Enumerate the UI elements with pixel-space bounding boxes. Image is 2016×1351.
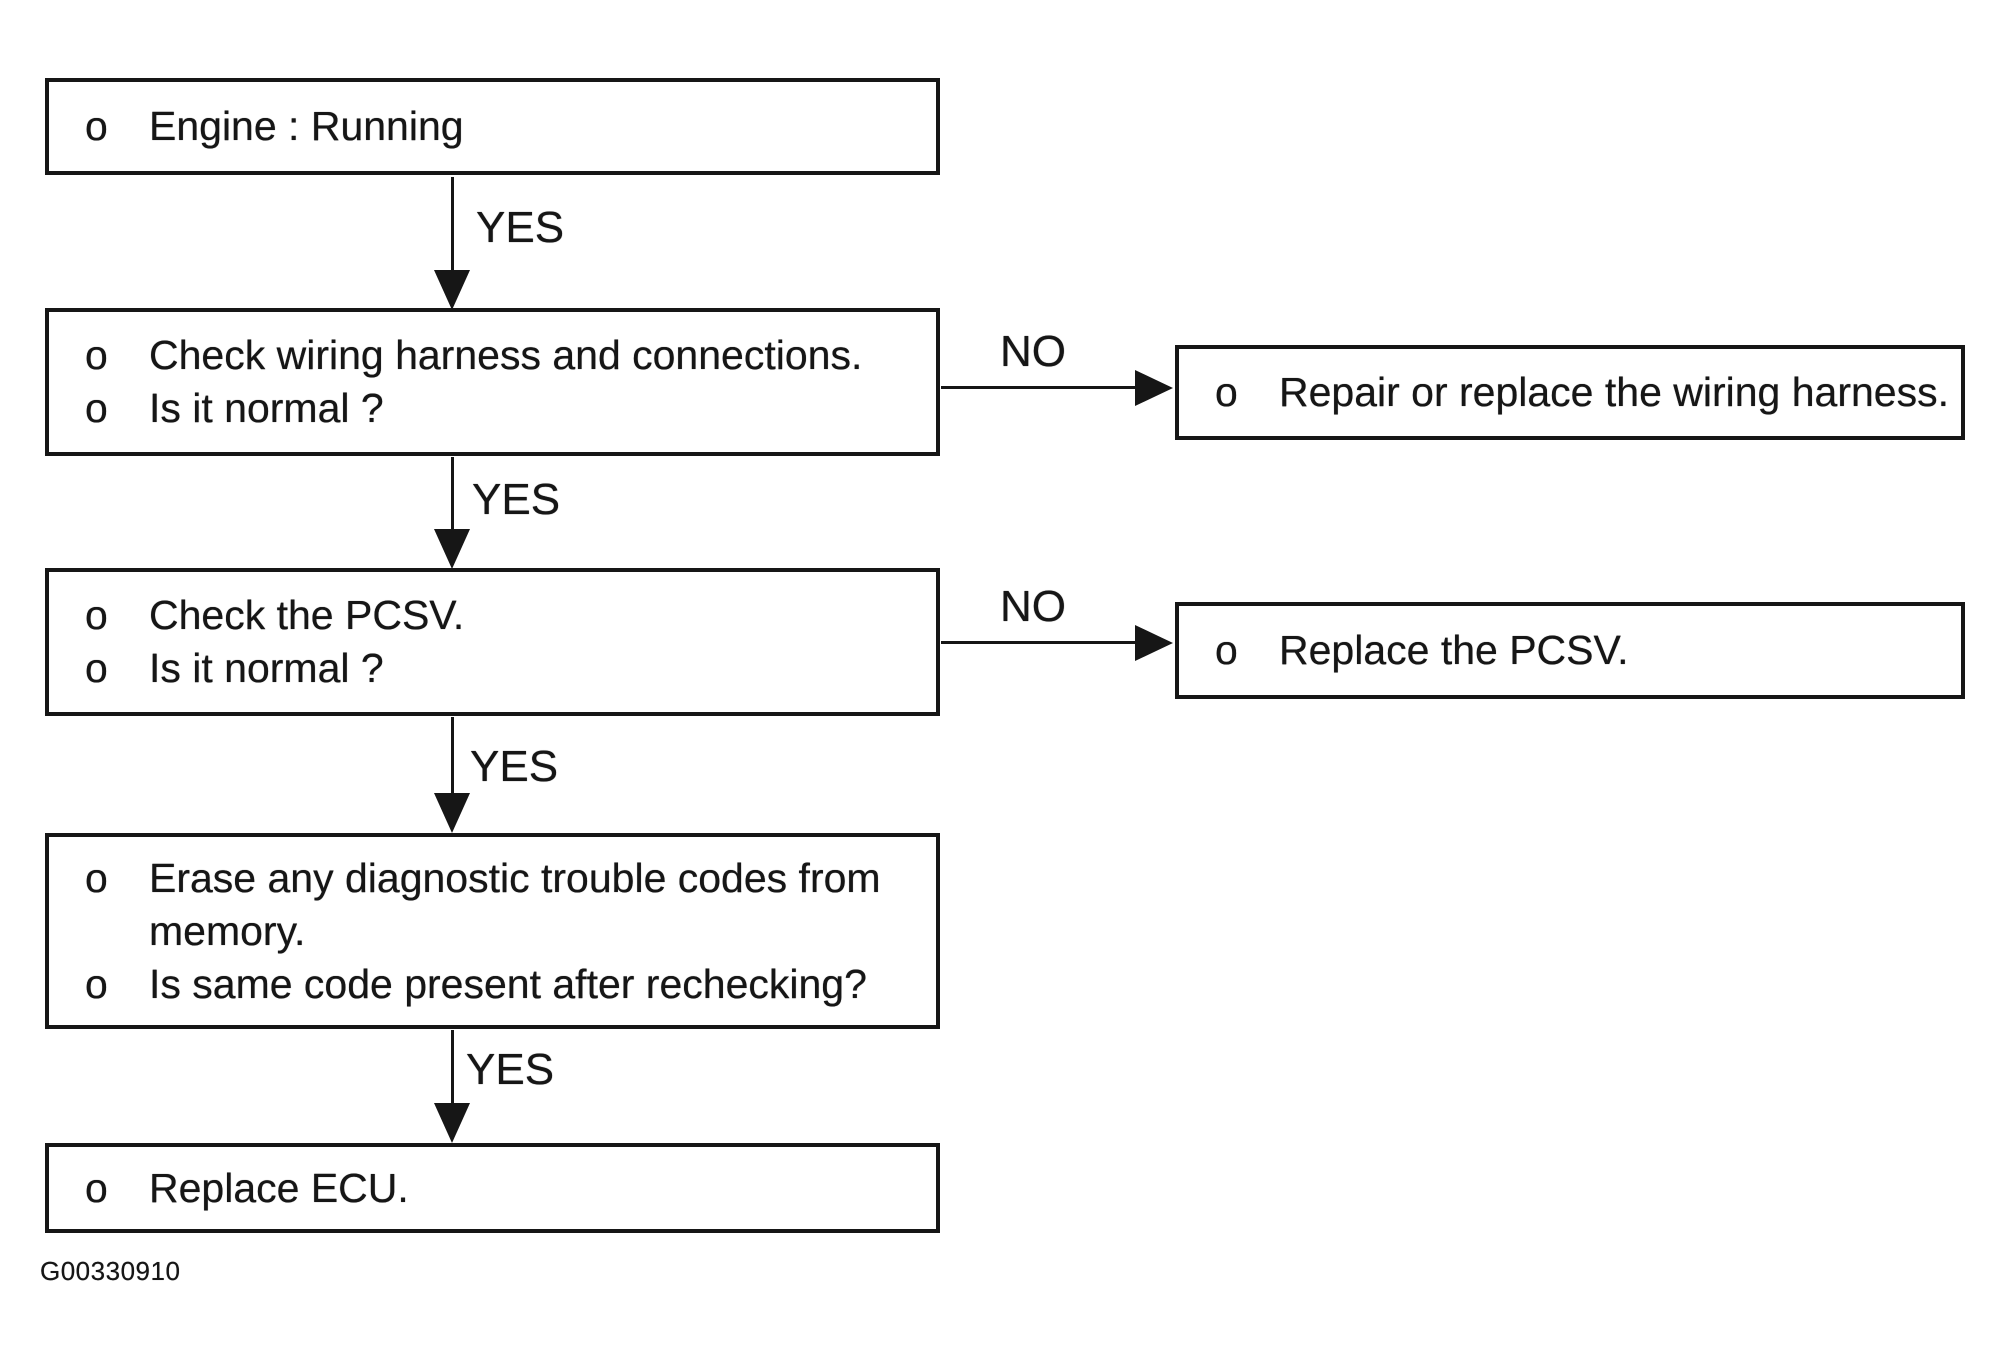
arrow-line-horizontal <box>941 386 1137 389</box>
arrowhead-down-icon <box>434 793 470 833</box>
node-replace-ecu: o Replace ECU. <box>45 1143 940 1233</box>
node-row: o Is it normal ? <box>85 642 918 695</box>
node-text: Is it normal ? <box>149 645 384 691</box>
arrowhead-down-icon <box>434 1103 470 1143</box>
bullet-marker: o <box>1215 369 1238 415</box>
node-repair-wiring: o Repair or replace the wiring harness. <box>1175 345 1965 440</box>
edge-label-yes: YES <box>466 1045 555 1094</box>
node-row: o Replace the PCSV. <box>1215 624 1943 677</box>
node-row: o Engine : Running <box>85 100 918 153</box>
arrow-line-vertical <box>451 1030 454 1104</box>
arrowhead-down-icon <box>434 270 470 310</box>
bullet-marker: o <box>85 332 108 378</box>
edge-label-yes: YES <box>472 475 561 524</box>
arrow-line-vertical <box>451 717 454 795</box>
node-text: Check the PCSV. <box>149 592 465 638</box>
node-text: memory. <box>149 907 306 954</box>
edge-label-yes: YES <box>470 742 559 791</box>
arrow-line-vertical <box>451 177 454 273</box>
node-row: o Replace ECU. <box>85 1162 918 1215</box>
node-row: o Check the PCSV. <box>85 589 918 642</box>
node-text: Repair or replace the wiring harness. <box>1279 369 1949 415</box>
node-text: Check wiring harness and connections. <box>149 332 863 378</box>
edge-label-yes: YES <box>476 203 565 252</box>
arrow-line-horizontal <box>941 641 1137 644</box>
arrowhead-down-icon <box>434 529 470 569</box>
bullet-marker: o <box>85 645 108 691</box>
node-text: Engine : Running <box>149 103 464 149</box>
node-row: o Erase any diagnostic trouble codes fro… <box>85 852 918 905</box>
node-row: o Is it normal ? <box>85 382 918 435</box>
node-replace-pcsv: o Replace the PCSV. <box>1175 602 1965 699</box>
bullet-marker: o <box>85 854 108 901</box>
node-row: o Repair or replace the wiring harness. <box>1215 366 1949 419</box>
bullet-marker: o <box>85 960 108 1007</box>
node-row: o Is same code present after rechecking? <box>85 958 918 1011</box>
node-text: Replace ECU. <box>149 1164 409 1211</box>
node-engine-running: o Engine : Running <box>45 78 940 175</box>
arrowhead-right-icon <box>1135 370 1173 406</box>
node-row: o Check wiring harness and connections. <box>85 329 918 382</box>
bullet-marker: o <box>85 385 108 431</box>
node-check-pcsv: o Check the PCSV. o Is it normal ? <box>45 568 940 716</box>
node-erase-codes: o Erase any diagnostic trouble codes fro… <box>45 833 940 1029</box>
node-text: Is it normal ? <box>149 385 384 431</box>
node-text: Erase any diagnostic trouble codes from <box>149 854 881 901</box>
arrow-line-vertical <box>451 457 454 531</box>
figure-code: G00330910 <box>40 1256 181 1286</box>
bullet-marker: o <box>85 1164 108 1211</box>
node-row: memory. <box>85 905 918 958</box>
bullet-marker: o <box>85 103 108 149</box>
node-text: Is same code present after rechecking? <box>149 960 867 1007</box>
edge-label-no: NO <box>1000 327 1066 376</box>
node-text: Replace the PCSV. <box>1279 627 1629 673</box>
edge-label-no: NO <box>1000 582 1066 631</box>
node-check-wiring: o Check wiring harness and connections. … <box>45 308 940 456</box>
bullet-marker: o <box>1215 627 1238 673</box>
bullet-marker: o <box>85 592 108 638</box>
arrowhead-right-icon <box>1135 625 1173 661</box>
